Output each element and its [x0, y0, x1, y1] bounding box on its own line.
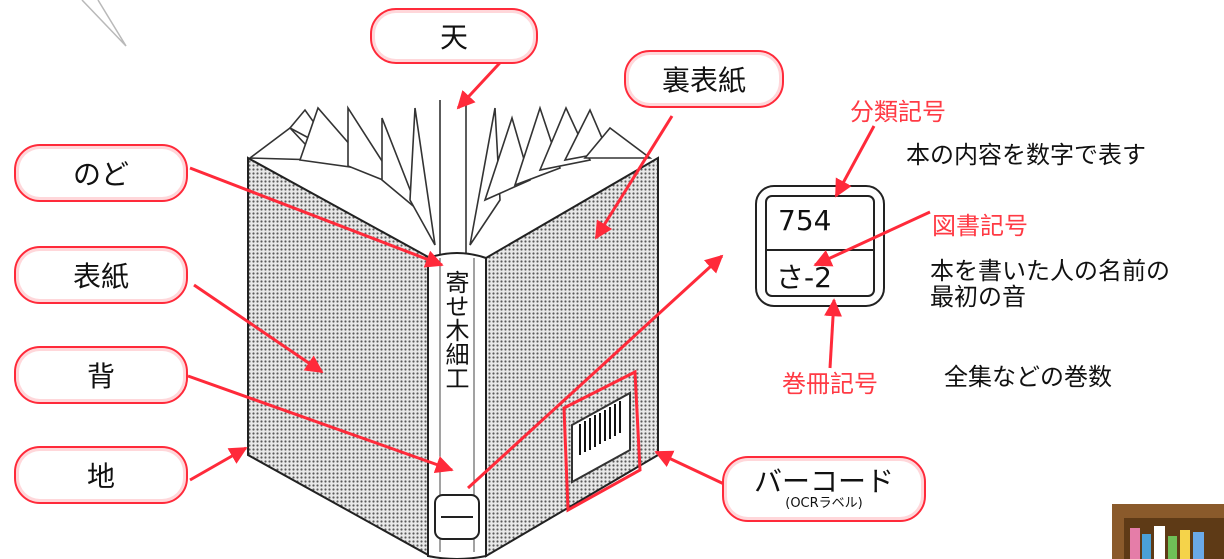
label-barcode: バーコード (OCRラベル): [722, 456, 926, 522]
barcode-bars: [579, 401, 621, 455]
label-se: 背: [14, 346, 188, 404]
arrows: [187, 50, 931, 490]
tosho-title: 図書記号: [932, 212, 1028, 240]
author-code: さ-2: [776, 261, 832, 294]
tosho-desc-2: 最初の音: [930, 283, 1026, 311]
label-nodo: のど: [14, 144, 188, 202]
bunrui-title: 分類記号: [850, 98, 946, 126]
kansatsu-title: 巻冊記号: [782, 370, 878, 398]
book-spine: [427, 252, 487, 559]
corner-decoration: [81, 0, 127, 47]
label-hyoushi: 表紙: [14, 246, 188, 304]
call-number-label: [755, 185, 885, 307]
kansatsu-desc: 全集などの巻数: [944, 363, 1112, 391]
spine-title: 寄せ木細工: [441, 270, 469, 390]
label-chi: 地: [14, 446, 188, 504]
tosho-desc-1: 本を書いた人の名前の: [930, 257, 1170, 285]
classification-number: 754: [778, 204, 832, 237]
bunrui-desc: 本の内容を数字で表す: [906, 141, 1146, 169]
back-cover: [485, 156, 659, 558]
barcode-area: [562, 369, 642, 513]
label-urabyoushi: 裏表紙: [624, 50, 784, 108]
label-ten: 天: [370, 8, 538, 64]
bookshelf-illustration: [1112, 504, 1224, 559]
book-pages: [247, 100, 653, 258]
front-cover: [247, 156, 431, 558]
